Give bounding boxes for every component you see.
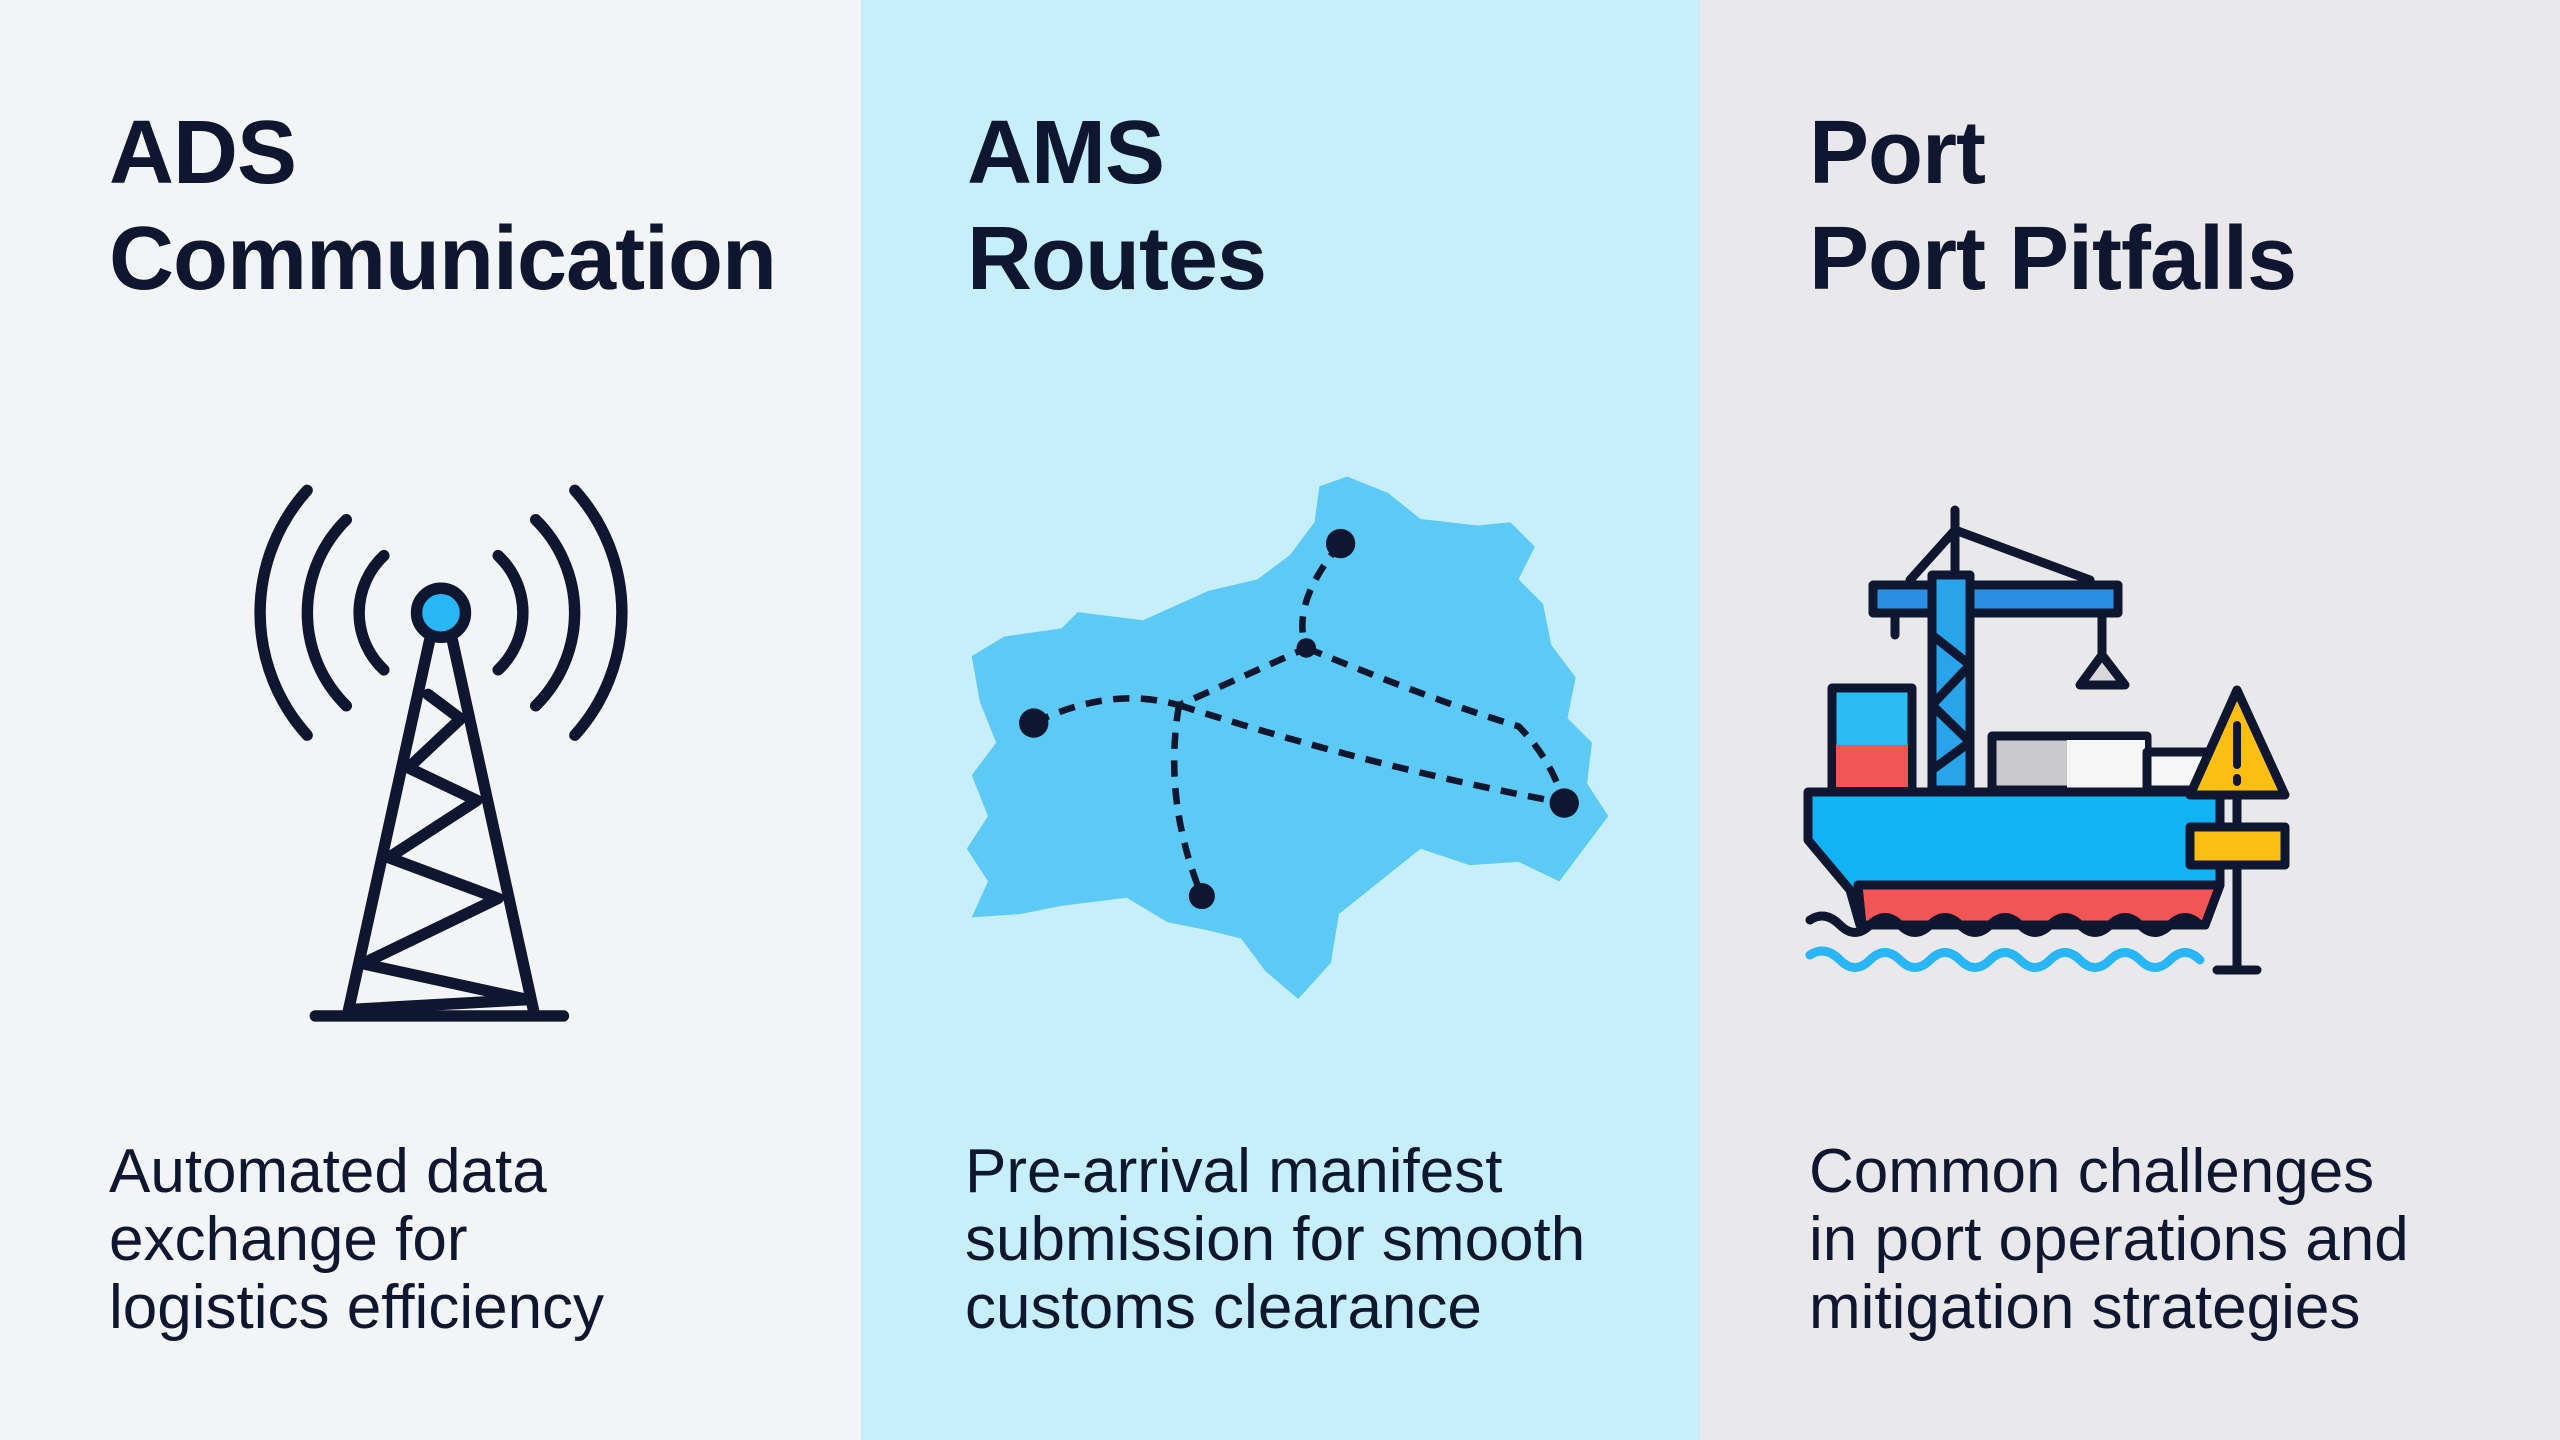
panel-title: AMS Routes xyxy=(967,100,1267,312)
description-line: Automated data xyxy=(109,1137,547,1206)
description-line: logistics efficiency xyxy=(109,1273,605,1342)
radio-tower-icon xyxy=(254,484,628,1022)
description-line: exchange for xyxy=(109,1205,468,1274)
description-line: mitigation strategies xyxy=(1809,1273,2361,1342)
panel-title: Port Port Pitfalls xyxy=(1809,100,2297,312)
title-line: Routes xyxy=(967,209,1267,309)
panel-description: Pre-arrival manifest submission for smoo… xyxy=(965,1138,1585,1342)
title-line: Port Pitfalls xyxy=(1809,209,2297,309)
description-line: Common challenges xyxy=(1809,1137,2375,1206)
title-line: AMS xyxy=(967,103,1165,203)
route-map-icon xyxy=(966,476,1609,999)
description-line: in port operations and xyxy=(1809,1205,2409,1274)
description-line: customs clearance xyxy=(965,1273,1482,1342)
title-line: ADS xyxy=(109,103,297,203)
cargo-ship-warning-icon xyxy=(1803,505,2290,975)
panel-description: Automated data exchange for logistics ef… xyxy=(109,1138,604,1342)
title-line: Communication xyxy=(109,209,777,309)
panel-description: Common challenges in port operations and… xyxy=(1809,1138,2409,1342)
description-line: Pre-arrival manifest xyxy=(965,1137,1503,1206)
description-line: submission for smooth xyxy=(965,1205,1586,1274)
panel-ads: ADS Communication Automated data exchang… xyxy=(0,0,861,1440)
panel-title: ADS Communication xyxy=(109,100,777,312)
title-line: Port xyxy=(1809,103,1986,203)
panel-port: Port Port Pitfalls xyxy=(1700,0,2560,1440)
